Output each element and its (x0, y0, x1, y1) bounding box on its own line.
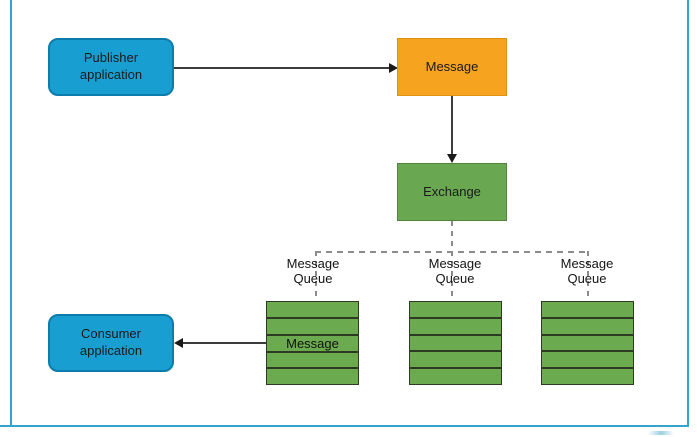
arrow-message-to-exchange-line (451, 96, 453, 154)
dashed-connector-right-vertical (587, 251, 589, 301)
arrow-message-to-exchange-head (447, 154, 457, 163)
dashed-connector-exchange-vertical (451, 221, 453, 301)
queue-row (267, 302, 358, 317)
queue-row (267, 350, 358, 368)
publisher-application-node: Publisher application (48, 38, 174, 96)
queue-row (410, 367, 501, 384)
arrow-queue-to-consumer-line (183, 342, 266, 344)
queue-row (267, 316, 358, 334)
queue-row (410, 333, 501, 351)
frame-border-right (687, 0, 689, 427)
queue-row (410, 302, 501, 317)
message-label: Message (425, 58, 479, 74)
frame-border-left (10, 0, 12, 427)
exchange-node: Exchange (397, 163, 507, 221)
message-queue-2 (409, 301, 502, 385)
queue-row (542, 302, 633, 317)
dashed-connector-horizontal (315, 251, 589, 253)
message-queue-3 (541, 301, 634, 385)
arrow-publisher-to-message-line (174, 67, 389, 69)
publisher-application-label: Publisher application (79, 50, 143, 82)
watermark-smudge (648, 431, 674, 435)
arrow-queue-to-consumer-head (174, 338, 183, 348)
consumer-application-node: Consumer application (48, 314, 174, 372)
message-node: Message (397, 38, 507, 96)
queue-row (542, 333, 633, 351)
message-queue-label-2: Message Queue (428, 256, 482, 286)
arrow-publisher-to-message-head (389, 63, 398, 73)
dashed-connector-left-vertical (315, 251, 317, 301)
message-queue-label-1: Message Queue (286, 256, 340, 286)
queue-row (542, 367, 633, 384)
consumer-application-label: Consumer application (79, 326, 143, 358)
queue-row-message: Message (267, 333, 358, 351)
exchange-label: Exchange (423, 183, 481, 199)
queue-row (267, 367, 358, 384)
queue-row (410, 350, 501, 367)
message-queue-label-3: Message Queue (560, 256, 614, 286)
queue-row (410, 316, 501, 334)
queue-row (542, 316, 633, 334)
queue-row (542, 350, 633, 367)
message-queue-1: Message (266, 301, 359, 385)
frame-border-bottom (0, 425, 689, 427)
